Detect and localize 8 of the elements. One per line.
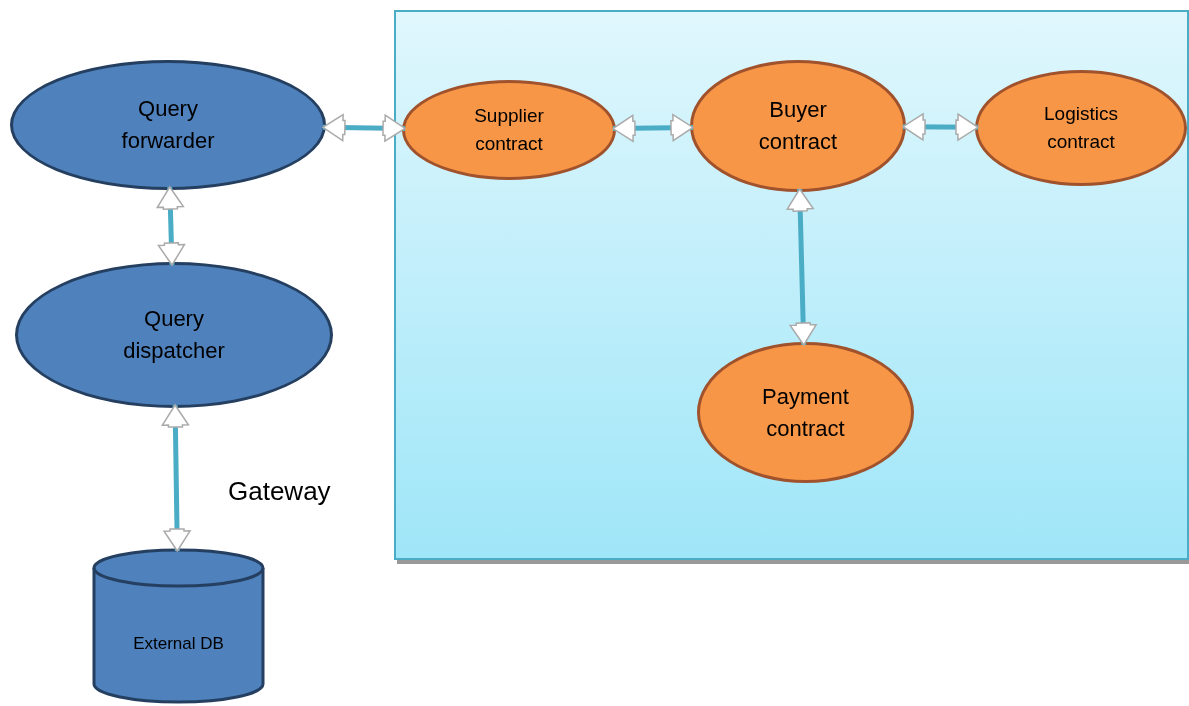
node-label: Payment contract [761,382,850,443]
node-label: Supplier contract [473,104,545,156]
node-label: Buyer contract [757,96,839,156]
node-label: Logistics contract [1043,102,1119,154]
gateway-label: Gateway [228,476,331,507]
node-label: External DB [133,632,224,655]
node-label: Query forwarder [120,95,216,155]
node-label: Query dispatcher [122,305,226,365]
